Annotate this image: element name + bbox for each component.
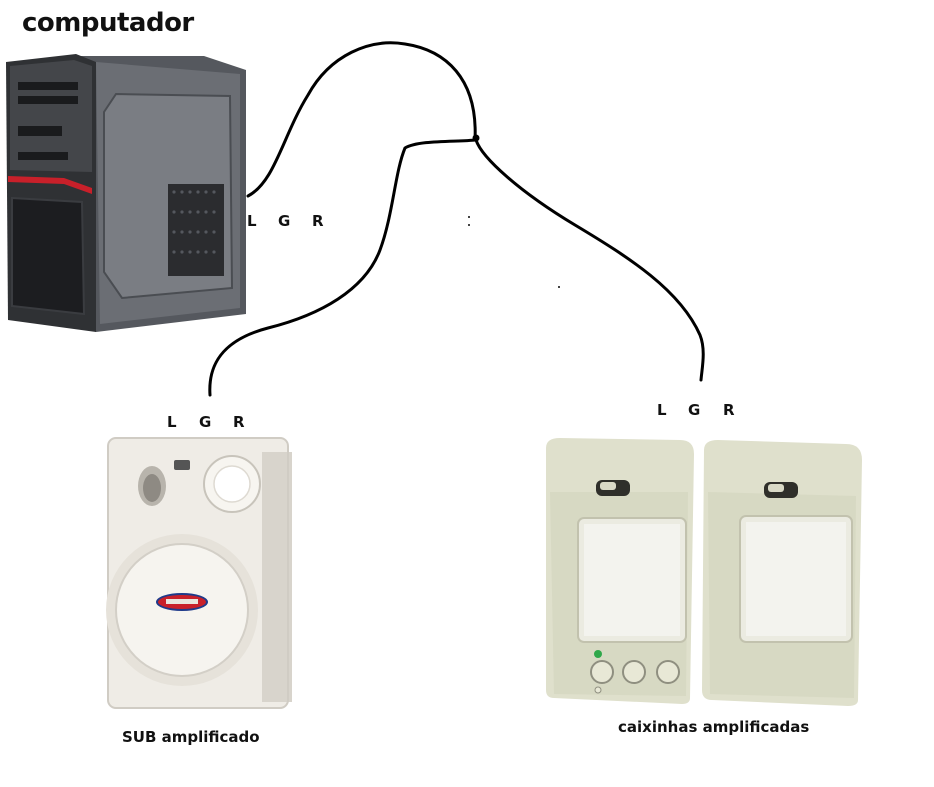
subwoofer-image	[106, 437, 292, 709]
subwoofer-caption: SUB amplificado	[122, 728, 260, 746]
wire-junction-node	[472, 134, 480, 142]
stray-speck	[468, 224, 470, 226]
speakers-image	[546, 438, 862, 706]
wire-junction-to-subwoofer	[208, 138, 478, 397]
stray-speck	[558, 286, 560, 288]
subwoofer-jack-ground-label: G	[199, 413, 212, 431]
speakers-jack-left-label: L	[657, 401, 667, 419]
speakers-jack-ground-label: G	[688, 401, 701, 419]
subwoofer-jack-left-label: L	[167, 413, 177, 431]
speakers-jack-right-label: R	[723, 401, 735, 419]
page-title: computador	[22, 8, 194, 38]
speakers-caption: caixinhas amplificadas	[618, 718, 810, 736]
computer-jack-ground-label: G	[278, 212, 291, 230]
wire-junction-to-speakers	[474, 138, 705, 382]
subwoofer-jack-right-label: R	[233, 413, 245, 431]
computer-jack-left-label: L	[247, 212, 257, 230]
computer-jack-right-label: R	[312, 212, 324, 230]
computer-tower-image	[6, 54, 246, 332]
stray-speck	[468, 216, 470, 218]
wire-computer-to-junction	[246, 41, 477, 198]
